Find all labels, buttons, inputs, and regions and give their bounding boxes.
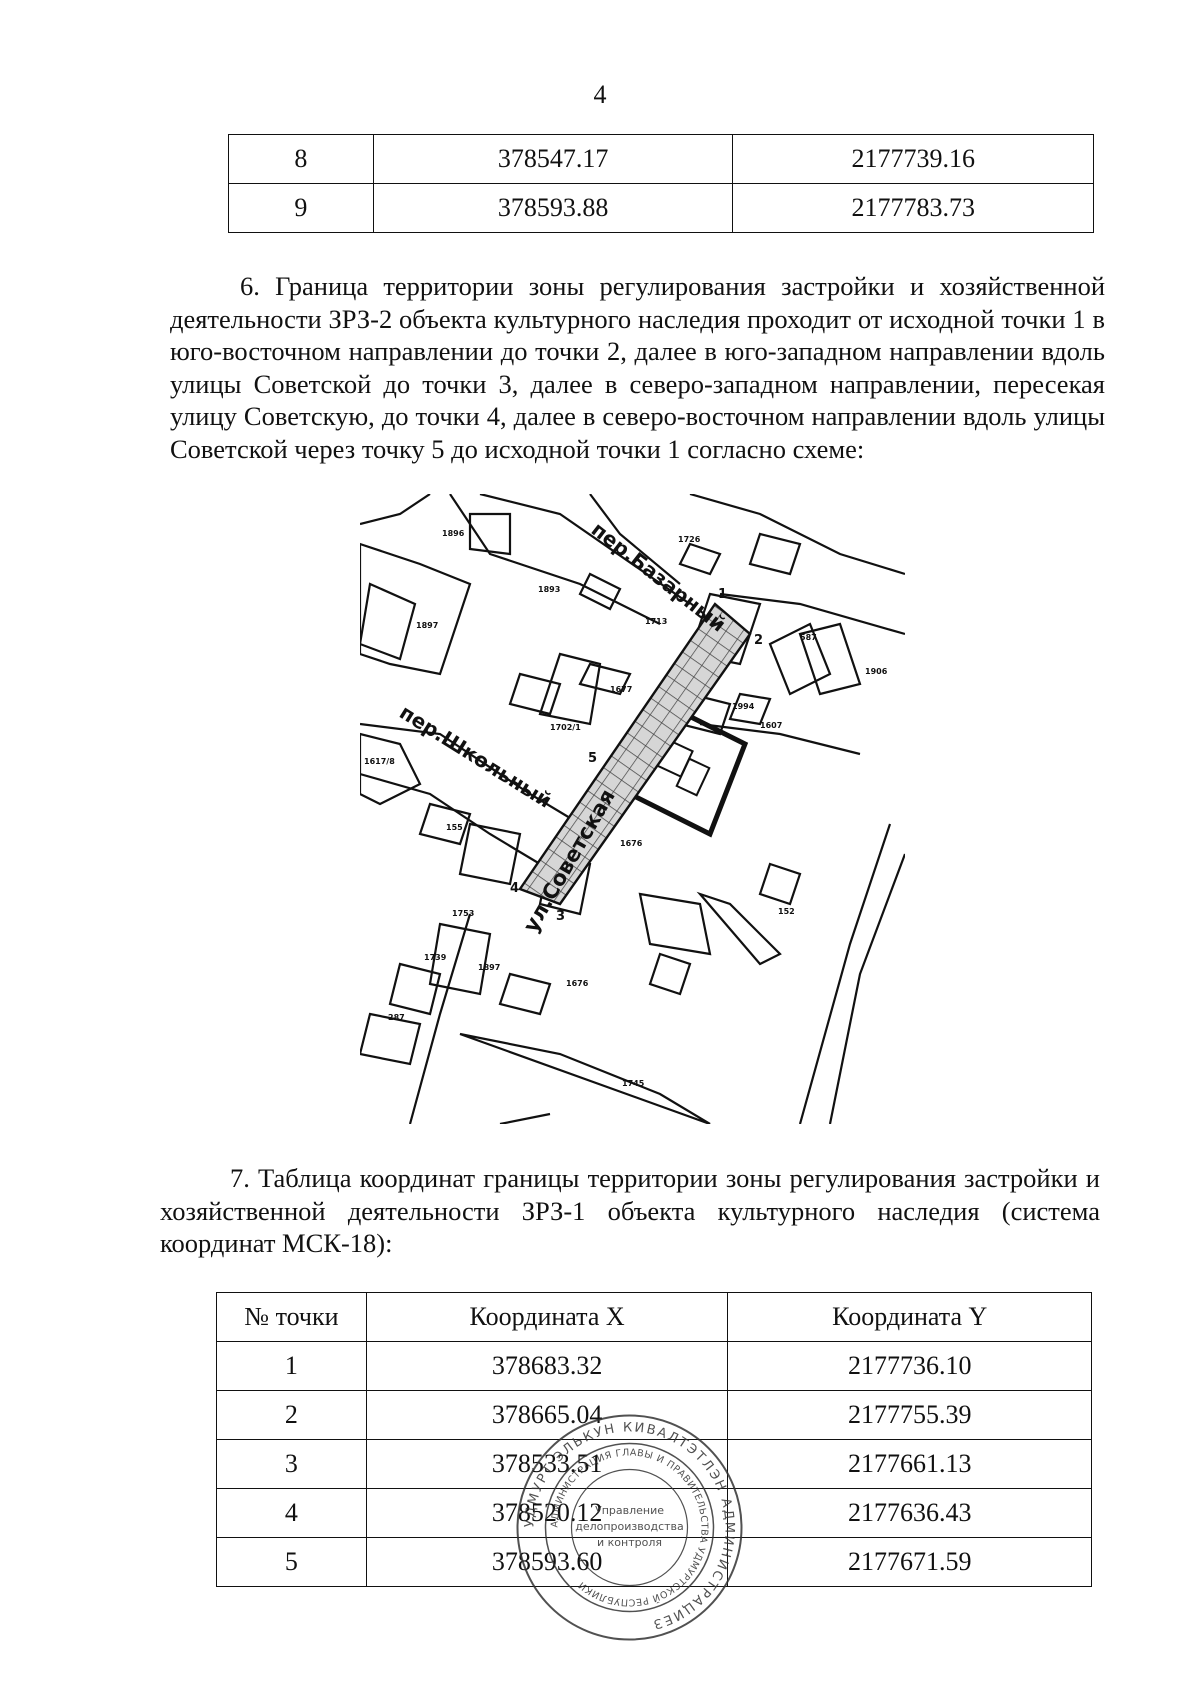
table-cell: 1 xyxy=(216,1341,367,1391)
parcel-label: 1607 xyxy=(760,721,782,730)
table-cell: 378547.17 xyxy=(372,134,734,184)
table-cell: 378665.04 xyxy=(365,1390,729,1440)
table-cell: 2177661.13 xyxy=(727,1439,1092,1489)
parcel-label: 1676 xyxy=(620,839,643,848)
parcel-label: 1713 xyxy=(645,617,667,626)
table-cell: 378533.51 xyxy=(365,1439,729,1489)
coordinates-table-continued: 8 378547.17 2177739.16 9 378593.88 21777… xyxy=(228,134,1094,233)
parcel-label: 1617/8 xyxy=(364,757,395,766)
street-label-shkolny: пер.Школьный xyxy=(395,700,556,813)
table-row: 2 378665.04 2177755.39 xyxy=(216,1390,1092,1440)
column-header: № точки xyxy=(216,1292,367,1342)
parcel-label: 1897 xyxy=(416,621,438,630)
parcel-label: 1893 xyxy=(538,585,560,594)
parcel-label: 1896 xyxy=(442,529,465,538)
table-cell: 5 xyxy=(216,1537,367,1587)
parcel-label: 1745 xyxy=(622,1079,645,1088)
table-row: 5 378593.60 2177671.59 xyxy=(216,1537,1092,1587)
table-cell: 2177736.10 xyxy=(727,1341,1092,1391)
table-cell: 4 xyxy=(216,1488,367,1538)
parcel-label: 155 xyxy=(446,823,463,832)
table-cell: 2177739.16 xyxy=(732,134,1094,184)
table-row: 3 378533.51 2177661.13 xyxy=(216,1439,1092,1489)
parcel-label: 1994 xyxy=(732,702,755,711)
table-cell: 2177755.39 xyxy=(727,1390,1092,1440)
point-label-5: 5 xyxy=(588,751,597,766)
point-label-3: 3 xyxy=(556,909,565,924)
table-cell: 2177783.73 xyxy=(732,183,1094,233)
table-header-row: № точки Координата X Координата Y xyxy=(216,1292,1092,1342)
table-cell: 378683.32 xyxy=(365,1341,729,1391)
parcel-label: 1906 xyxy=(865,667,888,676)
paragraph-6: 6. Граница территории зоны регулирования… xyxy=(170,271,1105,464)
parcel-label: 287 xyxy=(388,1013,405,1022)
table-cell: 9 xyxy=(228,183,374,233)
page-number: 4 xyxy=(593,80,607,109)
table-row: 1 378683.32 2177736.10 xyxy=(216,1341,1092,1391)
coordinates-table: № точки Координата X Координата Y 1 3786… xyxy=(216,1292,1092,1587)
table-row: 9 378593.88 2177783.73 xyxy=(228,183,1094,233)
seal-center-line: и контроля xyxy=(597,1536,662,1549)
column-header: Координата Y xyxy=(727,1292,1092,1342)
official-seal-stamp: УДМУРТ ЭЛЬКУН КИВАЛТЭТЛЭН АДМИНИСТРАЦИЕЗ… xyxy=(516,1414,743,1641)
parcel-label: 1753 xyxy=(452,909,474,918)
table-cell: 2177671.59 xyxy=(727,1537,1092,1587)
parcel-label: 1726 xyxy=(678,535,701,544)
table-cell: 2 xyxy=(216,1390,367,1440)
point-label-4: 4 xyxy=(510,881,519,896)
parcel-label: 1739 xyxy=(424,953,447,962)
parcel-label: 1677 xyxy=(610,685,632,694)
table-cell: 2177636.43 xyxy=(727,1488,1092,1538)
parcel-label: 152 xyxy=(778,907,795,916)
table-cell: 8 xyxy=(228,134,374,184)
point-label-1: 1 xyxy=(718,587,727,602)
table-cell: 378593.88 xyxy=(372,183,734,233)
parcel-label: 1897 xyxy=(478,963,500,972)
parcel-label: 1676 xyxy=(566,979,589,988)
seal-center-line: делопроизводства xyxy=(575,1520,684,1533)
boundary-scheme-map: пер.Базарный пер.Школьный ул.Советская 1… xyxy=(360,494,905,1124)
paragraph-7: 7. Таблица координат границы территории … xyxy=(160,1163,1100,1258)
point-label-2: 2 xyxy=(754,633,763,648)
column-header: Координата X xyxy=(365,1292,729,1342)
parcel-label: 587 xyxy=(800,633,817,642)
table-cell: 3 xyxy=(216,1439,367,1489)
seal-center-line: Управление xyxy=(595,1504,664,1517)
table-row: 8 378547.17 2177739.16 xyxy=(228,134,1094,184)
parcel-label: 1702/1 xyxy=(550,723,581,732)
